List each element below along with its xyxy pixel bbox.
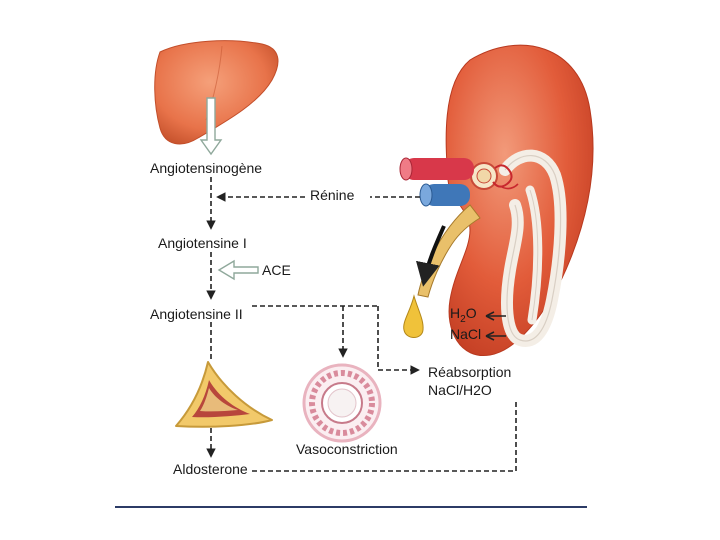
label-h2o: H2O [450,305,477,325]
label-vasoconstriction: Vasoconstriction [296,441,398,457]
pathway-arrows [206,177,517,472]
h2o-prefix: H [450,305,461,321]
hollow-arrow-liver [199,97,223,156]
tubule-exchange-arrows [485,311,506,341]
bottom-divider-line [115,506,587,508]
ureter-illustration [403,204,481,338]
h2o-subscript: 2 [460,313,466,325]
liver-illustration [154,40,279,145]
h2o-suffix: O [465,305,477,321]
adrenal-gland-illustration [175,361,273,428]
renal-vessels [399,157,474,207]
label-angiotensin-1: Angiotensine I [158,235,247,251]
label-angiotensin-2: Angiotensine II [150,306,243,322]
label-angiotensinogen: Angiotensinogène [150,160,263,176]
label-reabsorption-solutes: NaCl/H2O [428,382,492,398]
label-renin: Rénine [310,187,355,203]
label-nacl: NaCl [450,326,482,342]
label-aldosterone: Aldosterone [173,461,248,477]
kidney-illustration [445,44,594,356]
vessel-cross-section [302,363,382,443]
label-ace: ACE [262,262,291,278]
label-reabsorption: Réabsorption [428,364,512,380]
hollow-arrow-ace [217,259,259,281]
